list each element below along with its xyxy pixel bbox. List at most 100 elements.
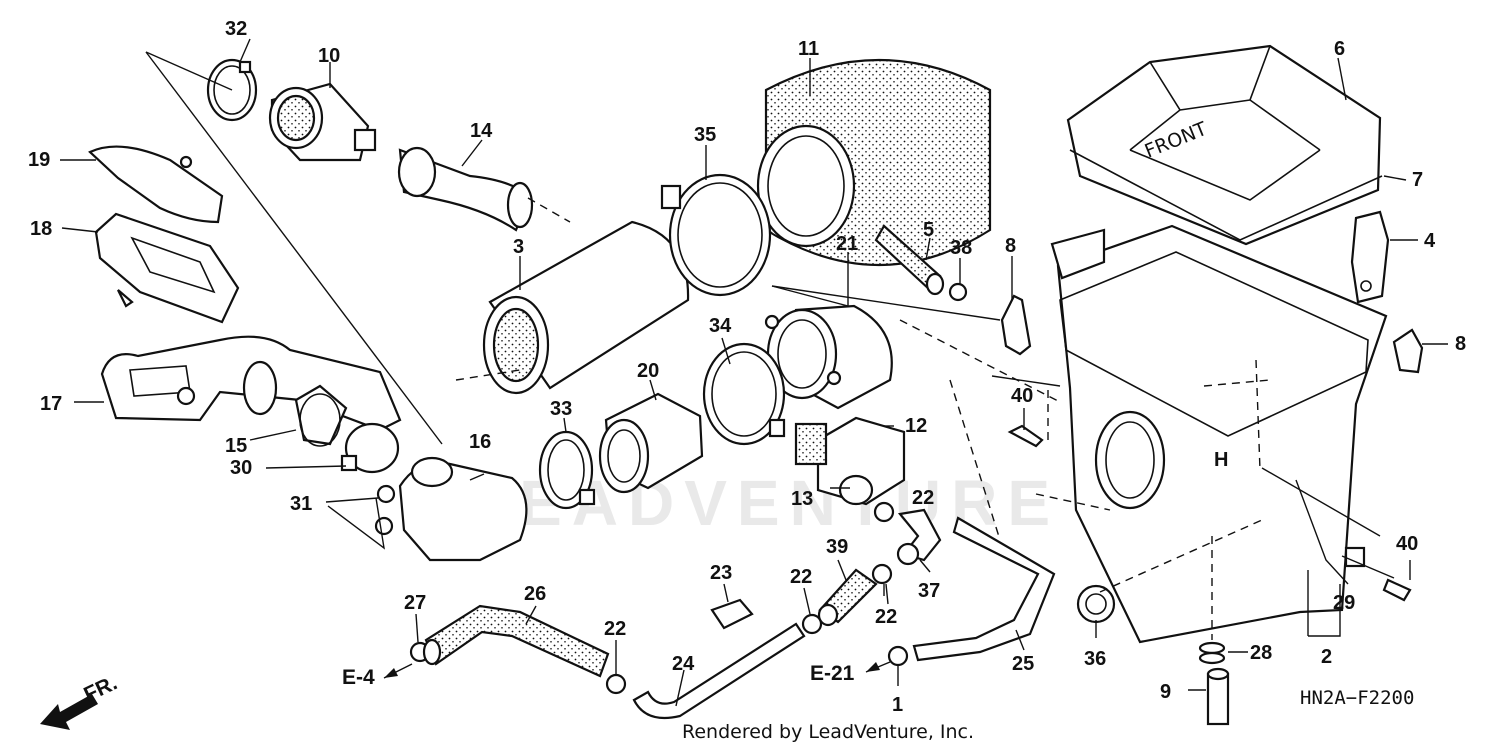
callout-7: 7 — [1412, 169, 1423, 191]
callout-22-mid: 22 — [790, 566, 812, 588]
part-22-clip-a — [873, 501, 895, 523]
part-19-duct-cover — [88, 145, 224, 224]
part-12-housing — [794, 416, 906, 506]
callout-26: 26 — [524, 583, 546, 605]
callout-1: 1 — [892, 694, 903, 716]
callout-25: 25 — [1012, 653, 1034, 675]
callout-32: 32 — [225, 18, 247, 40]
box-h-mark: H — [1214, 449, 1228, 471]
callout-labels: 32 10 14 11 6 19 18 3 35 5 38 8 7 4 21 3… — [28, 18, 1466, 716]
callout-4: 4 — [1424, 230, 1436, 252]
leader-lines — [60, 38, 1448, 707]
part-30-band — [340, 422, 400, 474]
part-25-hose — [912, 516, 1056, 662]
callout-2: 2 — [1321, 646, 1332, 668]
callout-5: 5 — [923, 219, 934, 241]
part-10-joint — [268, 82, 377, 162]
part-36-grommet — [1076, 584, 1116, 624]
part-15-joint — [242, 360, 348, 447]
part-22-clip-d — [605, 673, 627, 695]
callout-6: 6 — [1334, 38, 1345, 60]
credit-text: Rendered by LeadVenture, Inc. — [682, 721, 974, 743]
callout-31: 31 — [290, 493, 312, 515]
part-8-bracket-a — [1000, 294, 1032, 356]
callout-23: 23 — [710, 562, 732, 584]
part-11-foam-element — [756, 58, 992, 267]
part-26-hose — [422, 604, 610, 678]
reference-e21: E-21 — [810, 662, 855, 685]
callout-21: 21 — [836, 233, 858, 255]
callout-17: 17 — [40, 393, 62, 415]
callout-18: 18 — [30, 218, 52, 240]
part-drawings: FRONT H — [88, 44, 1424, 726]
callout-3: 3 — [513, 236, 524, 258]
callout-39: 39 — [826, 536, 848, 558]
part-39-tube — [817, 568, 878, 627]
part-22-clip-c — [871, 563, 893, 585]
part-1-clip — [887, 645, 909, 667]
part-16-inlet — [398, 456, 528, 562]
reference-e4-arrowhead — [384, 668, 398, 678]
callout-22-left: 22 — [604, 618, 626, 640]
part-22-clip-b — [801, 613, 823, 635]
part-8-bracket-b — [1392, 328, 1424, 374]
callout-36: 36 — [1084, 648, 1106, 670]
callout-12: 12 — [905, 415, 927, 437]
part-13-hose-joint — [838, 474, 874, 506]
reference-e4: E-4 — [342, 666, 375, 689]
front-arrow-icon — [40, 694, 98, 730]
part-23-clamp — [710, 598, 754, 630]
part-14-tube — [397, 146, 534, 232]
callout-22-upper: 22 — [912, 487, 934, 509]
part-9-tube — [1206, 667, 1230, 726]
part-31-screw — [374, 484, 396, 536]
callout-35: 35 — [694, 124, 716, 146]
callout-19: 19 — [28, 149, 50, 171]
callout-22-right: 22 — [875, 606, 897, 628]
callout-14: 14 — [470, 120, 493, 142]
part-40-bolt-a — [1007, 424, 1044, 448]
callout-28: 28 — [1250, 642, 1272, 664]
callout-9: 9 — [1160, 681, 1171, 703]
callout-40-right: 40 — [1396, 533, 1418, 555]
part-7-gasket — [1069, 149, 1383, 241]
callout-15: 15 — [225, 435, 247, 457]
part-24-hose — [632, 622, 806, 720]
part-4-clip — [1350, 210, 1390, 304]
callout-20: 20 — [637, 360, 659, 382]
part-34-band — [702, 342, 786, 446]
front-direction-indicator: FR. — [40, 671, 121, 730]
callout-8-right: 8 — [1455, 333, 1466, 355]
reference-labels: E-4 E-21 — [342, 661, 891, 689]
callout-40-left: 40 — [1011, 385, 1033, 407]
callout-38: 38 — [950, 237, 972, 259]
callout-34: 34 — [709, 315, 732, 337]
part-6-cover: FRONT — [1066, 44, 1382, 246]
callout-24: 24 — [672, 653, 695, 675]
callout-8-upper: 8 — [1005, 235, 1016, 257]
reference-e21-arrowhead — [866, 662, 880, 672]
callout-37: 37 — [918, 580, 940, 602]
part-18-duct-base — [94, 212, 240, 324]
callout-10: 10 — [318, 45, 340, 67]
part-37-elbow — [896, 508, 942, 566]
part-3-element — [482, 220, 690, 395]
callout-29: 29 — [1333, 592, 1355, 614]
part-40-bolt-b — [1382, 578, 1412, 602]
part-28-washer — [1198, 641, 1226, 665]
part-21-joint — [764, 304, 893, 410]
part-33-band — [538, 430, 596, 510]
callout-33: 33 — [550, 398, 572, 420]
part-35-band — [660, 173, 772, 297]
callout-16: 16 — [469, 431, 491, 453]
callout-27: 27 — [404, 592, 426, 614]
drawing-code: HN2A−F2200 — [1300, 687, 1414, 709]
part-20-joint — [598, 392, 704, 494]
part-5-tube — [874, 224, 945, 296]
callout-13: 13 — [791, 488, 813, 510]
part-2-air-box: H — [1050, 224, 1388, 644]
callout-11: 11 — [798, 38, 819, 60]
callout-30: 30 — [230, 457, 252, 479]
part-38-clip — [948, 282, 968, 302]
